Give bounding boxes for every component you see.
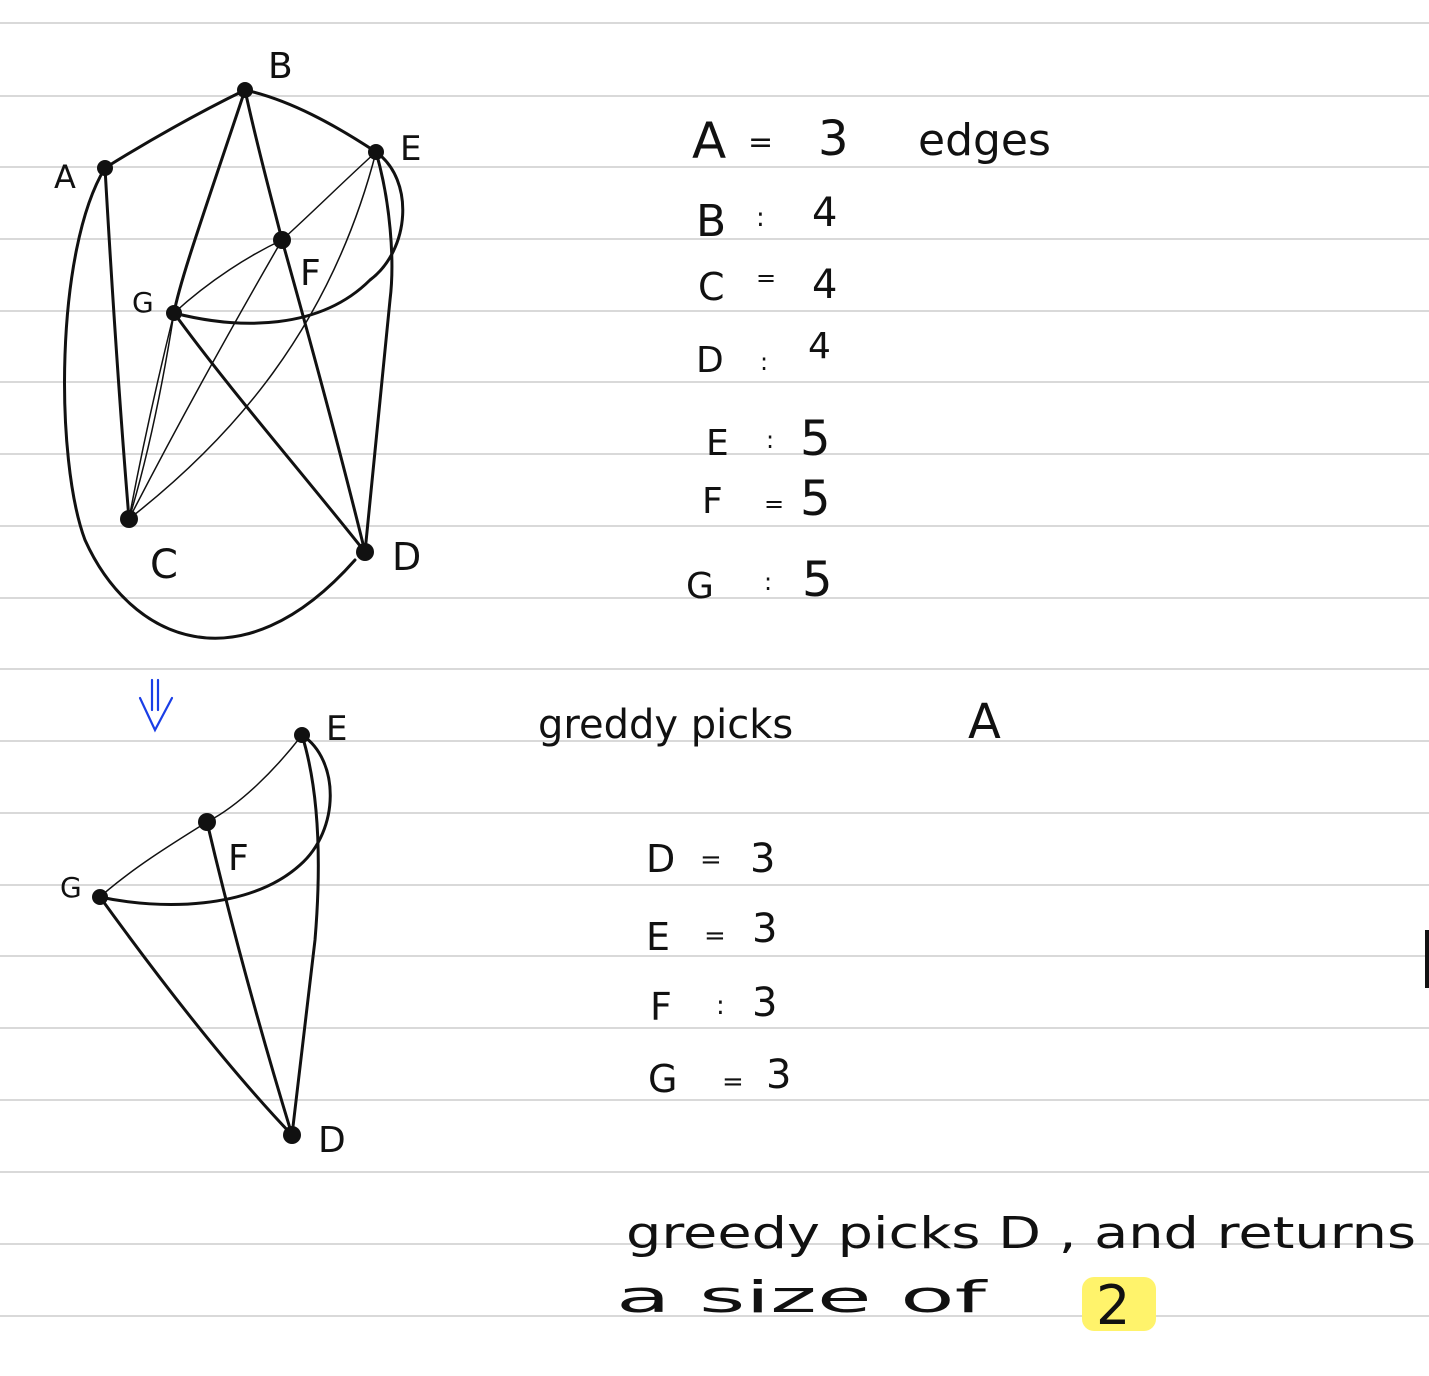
degree-table-reduced: D = 3 E = 3 F : 3 G = 3	[646, 836, 791, 1101]
deg1-val-a: 3	[818, 111, 849, 167]
deg2-val-d: 3	[750, 836, 775, 882]
deg1-val-c: 4	[812, 262, 837, 308]
edge2-e-d	[290, 733, 320, 1137]
node2-e	[294, 727, 310, 743]
deg2-sep-e: =	[704, 921, 726, 951]
deg1-node-b: B	[696, 196, 726, 247]
graph-original-labels: A B C D E F G	[54, 46, 421, 588]
edge-b-e	[243, 88, 378, 154]
deg1-val-f: 5	[800, 471, 831, 527]
label-b: B	[268, 46, 293, 87]
deg2-node-g: G	[648, 1057, 677, 1101]
node-e	[368, 144, 384, 160]
deg1-val-d: 4	[808, 326, 831, 367]
deg1-val-e: 5	[800, 411, 831, 467]
label-a: A	[54, 158, 76, 196]
label-d: D	[392, 535, 421, 579]
edge-b-c	[172, 88, 247, 315]
deg1-sep-b: :	[756, 203, 765, 233]
node-b	[237, 82, 253, 98]
degree-table-original: A = 3 edges B : 4 C = 4 D : 4 E : 5 F = …	[686, 111, 1051, 608]
deg1-node-e: E	[706, 423, 729, 464]
conclusion-line-2-prefix: a size of	[616, 1272, 989, 1323]
edge-a-c	[103, 166, 131, 521]
edge-g-c	[128, 312, 175, 520]
deg1-val-b: 4	[812, 190, 837, 236]
edge2-e-g	[98, 733, 332, 906]
deg2-node-f: F	[650, 985, 672, 1029]
edge-f-c	[128, 239, 283, 520]
deg1-node-f: F	[702, 481, 723, 522]
graph-reduced-edges	[98, 733, 332, 1137]
node2-f	[198, 813, 216, 831]
down-double-arrow-icon	[138, 678, 174, 733]
graph-reduced-nodes	[92, 727, 310, 1144]
edge-mark	[1425, 930, 1429, 988]
node-g	[166, 305, 182, 321]
node2-g	[92, 889, 108, 905]
edge2-f-d	[205, 820, 294, 1137]
pick-step-1: greddy picks A	[538, 694, 1001, 750]
node-f	[273, 231, 291, 249]
edge-f-d	[280, 238, 367, 554]
deg1-val-g: 5	[802, 552, 833, 608]
deg2-sep-g: =	[722, 1067, 744, 1097]
deg1-sep-d: :	[760, 348, 768, 376]
answer-highlight	[1082, 1277, 1156, 1331]
deg1-node-d: D	[696, 340, 724, 381]
deg1-node-a: A	[692, 112, 726, 170]
conclusion-line-1: greedy picks D , and returns	[626, 1208, 1416, 1259]
deg1-sep-f: =	[764, 490, 784, 518]
deg2-sep-d: =	[700, 845, 722, 875]
edge2-e-f	[206, 734, 303, 823]
graph-original-edges	[63, 88, 405, 640]
pick1-node: A	[968, 694, 1001, 750]
pick1-text: greddy picks	[538, 702, 793, 748]
deg1-sep-e: :	[766, 426, 774, 454]
edge-b-c-thin	[128, 312, 175, 520]
deg2-sep-f: :	[716, 991, 725, 1021]
deg2-val-g: 3	[766, 1052, 791, 1098]
graph-original-nodes	[97, 82, 384, 561]
graph-original: A B C D E F G	[54, 46, 421, 640]
deg1-sep-c: =	[756, 264, 776, 292]
deg2-val-f: 3	[752, 980, 777, 1026]
deg1-sep-a: =	[748, 125, 773, 160]
edge-g-f	[173, 239, 283, 314]
node-a	[97, 160, 113, 176]
answer-value: 2	[1096, 1274, 1130, 1337]
deg2-node-e: E	[646, 915, 670, 959]
edge-g-d	[172, 311, 367, 554]
deg2-val-e: 3	[752, 906, 777, 952]
graph-reduced-labels: D E F G	[60, 709, 347, 1161]
node-c	[120, 510, 138, 528]
edge-e-d	[363, 150, 394, 554]
edge-e-c	[128, 151, 377, 520]
deg1-sep-g: :	[764, 568, 772, 596]
label2-f: F	[228, 838, 249, 879]
label2-d: D	[318, 1120, 346, 1161]
deg1-suffix-a: edges	[918, 115, 1051, 166]
label2-e: E	[326, 709, 347, 749]
edge-a-d	[63, 166, 357, 640]
label-e: E	[400, 129, 421, 169]
edge2-f-g	[99, 821, 208, 898]
edge2-g-d	[98, 895, 294, 1137]
edge-e-f	[281, 151, 377, 241]
label-c: C	[150, 542, 178, 588]
graph-reduced: D E F G	[60, 709, 347, 1161]
deg1-node-g: G	[686, 566, 714, 607]
label-f: F	[300, 253, 321, 294]
conclusion: greedy picks D , and returns a size of 2	[616, 1208, 1416, 1337]
edge-b-f	[243, 88, 284, 242]
deg2-node-d: D	[646, 837, 675, 881]
node2-d	[283, 1126, 301, 1144]
label-g: G	[132, 286, 154, 319]
edge-a-b	[103, 88, 247, 170]
edge-e-g	[172, 150, 405, 325]
deg1-node-c: C	[698, 265, 725, 309]
node-d	[356, 543, 374, 561]
label2-g: G	[60, 871, 82, 904]
